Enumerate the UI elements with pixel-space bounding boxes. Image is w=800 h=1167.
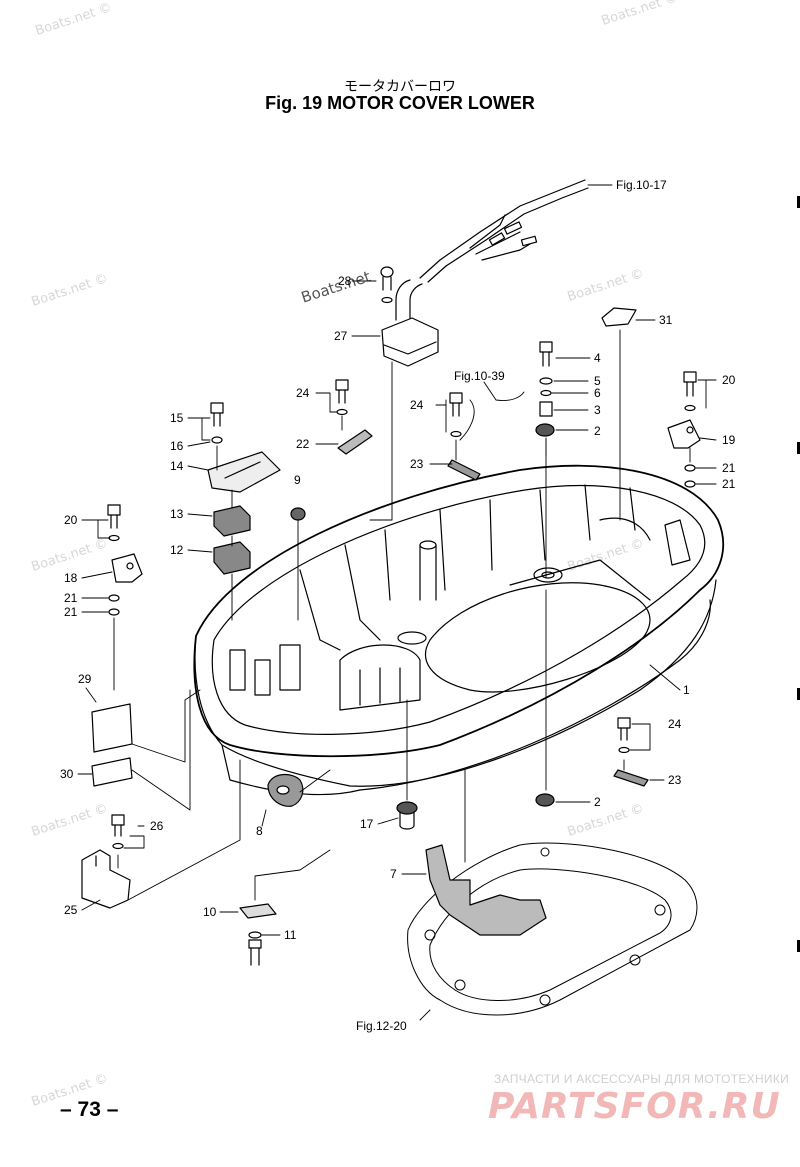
part-24-bolt xyxy=(617,717,631,754)
part-21-washer xyxy=(684,480,696,488)
callout-9: 9 xyxy=(294,473,301,487)
callout-21: 21 xyxy=(64,605,78,619)
leader-lines xyxy=(77,184,717,1021)
part-22-clip xyxy=(337,429,373,455)
callout-10: 10 xyxy=(203,905,217,919)
part-25-bracket xyxy=(81,849,131,909)
callout-23: 23 xyxy=(410,457,424,471)
part-16-washer xyxy=(211,436,223,444)
callout-2: 2 xyxy=(594,795,601,809)
callout-labels: 1 2 2 3 4 5 6 7 8 9 10 11 12 13 14 15 16… xyxy=(60,178,736,1033)
callout-30: 30 xyxy=(60,767,74,781)
part-10-plate xyxy=(239,903,277,919)
callout-23: 23 xyxy=(668,773,682,787)
lower-cover-shell xyxy=(193,464,725,796)
part-21-washer xyxy=(108,594,120,602)
part-2-nut xyxy=(535,793,555,807)
part-20-bolt xyxy=(683,371,697,412)
callout-15: 15 xyxy=(170,411,184,425)
part-4-bolt xyxy=(539,341,553,367)
callout-14: 14 xyxy=(170,459,184,473)
callout-7: 7 xyxy=(390,867,397,881)
part-14-holder xyxy=(207,451,281,493)
part-18-bracket xyxy=(111,553,143,583)
part-24-bolt xyxy=(449,392,463,438)
callout-31: 31 xyxy=(659,313,673,327)
callout-19: 19 xyxy=(722,433,736,447)
callout-4: 4 xyxy=(594,351,601,365)
part-19-bracket xyxy=(667,419,701,449)
reference-fig-10-17: Fig.10-17 xyxy=(616,178,667,192)
callout-18: 18 xyxy=(64,571,78,585)
logo-tagline: ЗАПЧАСТИ И АКСЕССУАРЫ ДЛЯ МОТОТЕХНИКИ xyxy=(494,1072,790,1086)
callout-20: 20 xyxy=(722,373,736,387)
callout-8: 8 xyxy=(256,824,263,838)
part-21-washer xyxy=(684,464,696,472)
callout-29: 29 xyxy=(78,672,92,686)
part-31-pad xyxy=(601,307,637,327)
callout-21: 21 xyxy=(722,477,736,491)
part-28-bolt xyxy=(380,266,394,304)
part-11-bolt xyxy=(248,931,262,966)
callout-24: 24 xyxy=(410,398,424,412)
page-title: Fig. 19 MOTOR COVER LOWER xyxy=(265,93,535,113)
page-title-japanese: モータカバーロワ xyxy=(344,79,456,95)
callout-3: 3 xyxy=(594,403,601,417)
part-26-bolt xyxy=(111,814,125,850)
wiring-harness xyxy=(419,179,589,283)
callout-21: 21 xyxy=(64,591,78,605)
part-7-bracket xyxy=(425,844,547,936)
callout-11: 11 xyxy=(284,928,297,942)
reference-fig-12-20: Fig.12-20 xyxy=(356,1019,407,1033)
partsfor-logo: PARTSFOR.RU xyxy=(488,1086,781,1127)
callout-17: 17 xyxy=(360,817,374,831)
part-13-damper xyxy=(213,505,251,537)
binding-mark xyxy=(797,940,800,952)
binding-mark xyxy=(797,196,800,208)
part-15-bolt xyxy=(210,402,224,427)
callout-6: 6 xyxy=(594,386,601,400)
callout-24: 24 xyxy=(296,386,310,400)
bottom-pan-reference xyxy=(407,842,698,1016)
part-5-washer xyxy=(539,377,553,385)
callout-21: 21 xyxy=(722,461,736,475)
part-29-plate xyxy=(91,703,133,753)
part-23-clip xyxy=(447,459,481,481)
part-21-washer xyxy=(108,608,120,616)
part-3-collar xyxy=(539,401,553,417)
part-24-bolt xyxy=(335,379,349,416)
part-17-grommet xyxy=(396,801,418,830)
callout-5: 5 xyxy=(594,374,601,388)
part-20-bolt xyxy=(107,504,121,542)
part-27-switch xyxy=(381,279,439,367)
binding-mark xyxy=(797,442,800,454)
part-23-clip xyxy=(613,769,649,787)
callout-26: 26 xyxy=(150,819,164,833)
callout-24: 24 xyxy=(668,717,682,731)
part-6-washer xyxy=(540,389,552,397)
part-12-damper xyxy=(213,541,251,575)
callout-20: 20 xyxy=(64,513,78,527)
callout-1: 1 xyxy=(683,683,690,697)
callout-25: 25 xyxy=(64,903,78,917)
part-2-nut xyxy=(535,423,555,437)
callout-12: 12 xyxy=(170,543,184,557)
callout-16: 16 xyxy=(170,439,184,453)
part-8-grommet xyxy=(267,774,304,807)
reference-fig-10-39: Fig.10-39 xyxy=(454,369,505,383)
part-30-plate xyxy=(91,757,133,787)
callout-13: 13 xyxy=(170,507,184,521)
callout-22: 22 xyxy=(296,437,310,451)
callout-2: 2 xyxy=(594,424,601,438)
binding-mark xyxy=(797,688,800,700)
page-number: – 73 – xyxy=(60,1098,119,1121)
part-9-grommet xyxy=(290,507,306,521)
callout-28: 28 xyxy=(338,274,352,288)
callout-27: 27 xyxy=(334,329,348,343)
